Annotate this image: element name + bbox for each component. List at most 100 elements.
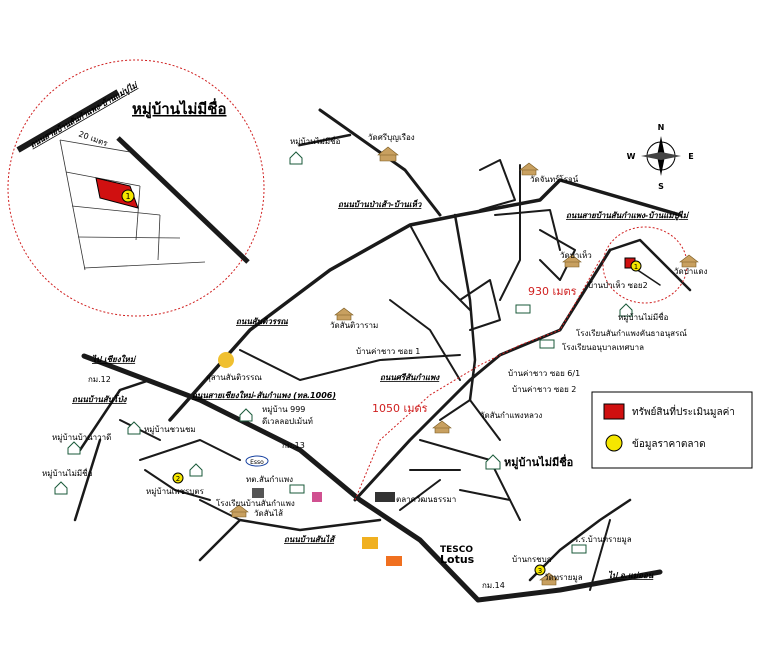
place-km12: กม.12 [88, 375, 111, 384]
temple-icon [334, 307, 354, 321]
legend-property-label: ทรัพย์สินที่ประเมินมูลค่า [632, 404, 735, 418]
temple-icon [562, 254, 582, 268]
compass-w: W [627, 152, 636, 161]
house-icon [485, 454, 501, 470]
marker-3-text: 3 [538, 567, 542, 575]
inset-road [16, 89, 120, 153]
inset-lots [59, 139, 206, 271]
inset-title: หมู่บ้านไม่มีชื่อ [132, 98, 226, 119]
government-icon [252, 488, 264, 498]
road-label-sankampaeng: ถนนสายบ้านสันกำแพง-บ้านแม่ปูไม่ [566, 210, 690, 221]
temple-icon [519, 162, 539, 176]
place-soi2: บ้านค่าชาว ซอย 2 [512, 385, 576, 394]
place-wat-sriboonruang: วัดศรีบุญเรือง [368, 133, 415, 142]
school-icon [539, 339, 555, 349]
tesco-label: TESCO [440, 545, 473, 555]
distance-1050: 1050 เมตร [372, 402, 428, 415]
marker-2 [172, 472, 184, 484]
road-label-ban-pao: ถนนบ้านป่าเส้า-บ้านเห็ว [338, 199, 422, 209]
road-network [73, 108, 692, 603]
temple-icon [539, 572, 559, 586]
place-market: ตลาดวัฒนธรรมา [396, 495, 456, 504]
inset-road-2 [116, 136, 250, 264]
place-mb-top: หมู่บ้านไม่มีชื่อ [290, 135, 341, 147]
place-mb-chuachom: หมู่บ้านชวนชม [144, 425, 196, 435]
marker-2-text: 2 [176, 475, 180, 483]
compass-n: N [658, 123, 665, 132]
place-km14: กม.14 [482, 581, 505, 590]
fuel-icon [362, 537, 378, 549]
place-mb-main: หมู่บ้านไม่มีชื่อ [504, 454, 573, 470]
legend-property-swatch [603, 403, 625, 420]
place-wat-santiwaram: วัดสันติวาราม [330, 321, 378, 330]
place-wat-pahew: วัดป่าเห็ว [560, 250, 592, 260]
distance-930: 930 เมตร [528, 285, 577, 298]
road-label-to-maeon: ไป อ.แม่ออน [608, 570, 654, 580]
place-soi61: บ้านค่าชาว ซอย 6/1 [508, 369, 580, 378]
lotus-label: Lotus [440, 553, 475, 566]
road-label-to-chiangmai: ไป เชียงใหม่ [92, 354, 137, 364]
place-school-sanklang: โรงเรียนบ้านสันกำแพง [216, 498, 295, 508]
place-ban-pahew: บ้านป่าเห็ว ซอย2 [588, 280, 648, 290]
compass-e: E [688, 152, 693, 161]
marker-1 [630, 260, 642, 272]
place-mb-right: หมู่บ้านไม่มีชื่อ [618, 311, 669, 323]
inset-marker [121, 189, 135, 203]
house-icon [54, 481, 68, 495]
market-icon [375, 492, 395, 502]
compass-rose: N S E W [627, 123, 694, 191]
house-icon [239, 408, 253, 422]
temple-icons [229, 146, 699, 586]
temple-icon [377, 146, 399, 162]
place-ban-kongkoi: บ้านกรชบก [512, 555, 552, 564]
place-mb-bannakrawat: หมู่บ้านบ้านาวาดี [52, 433, 111, 443]
cemetery-icon [218, 352, 234, 368]
temple-icon [229, 504, 249, 518]
legend-market-swatch [605, 434, 623, 452]
shop-icon [312, 492, 322, 502]
place-school-right: ร.ร.บ้านทรายมูล [574, 535, 632, 545]
place-km13: กม.13 [282, 441, 305, 450]
place-mb-999: หมู่บ้าน 999 [262, 405, 305, 415]
place-mb-left: หมู่บ้านไม่มีชื่อ [42, 467, 93, 479]
house-icons [54, 151, 633, 495]
school-icon [571, 544, 587, 554]
place-wat-sanklang: วัดสันไส้ [254, 509, 283, 518]
house-icon [619, 303, 633, 317]
road-label-sanklang-2: ถนนบ้านสันไส้ [284, 534, 336, 544]
place-wat-sankampaeng: วัดสันกำแพงหลวง [480, 411, 542, 420]
school-icons [289, 304, 587, 554]
route-line [354, 259, 601, 501]
temple-icon [679, 254, 699, 268]
small-inset [602, 226, 688, 304]
legend: ทรัพย์สินที่ประเมินมูลค่า ข้อมูลราคาตลาด [591, 391, 753, 469]
road-label-chiangmai: ถนนสายเชียงใหม่-สันกำแพง (ทล.1006) [192, 390, 336, 400]
road-label-sri: ถนนศรีสันกำแพง [380, 373, 440, 382]
legend-market-label: ข้อมูลราคาตลาด [632, 438, 706, 450]
place-mb-phetburi: หมู่บ้านเพชรบุตร [146, 487, 205, 497]
place-district: ทต.สันกำแพง [246, 475, 293, 484]
house-icon [289, 151, 303, 165]
school-icon [515, 304, 531, 314]
house-icon [189, 463, 203, 477]
compass-s: S [658, 182, 664, 191]
inset-marker-text: 1 [125, 192, 130, 201]
marker-1-text: 1 [634, 263, 638, 271]
temple-icon [432, 420, 452, 434]
road-label-sanklang: ถนนสันติวรรณ [236, 317, 288, 326]
store-icon [386, 556, 402, 566]
esso-label: Esso [250, 459, 264, 466]
place-soi1: บ้านค่าชาว ซอย 1 [356, 347, 420, 356]
place-mb-999b: ดีเวลลอปเม้นท์ [262, 416, 313, 426]
school-icon [289, 484, 305, 494]
place-suan: สุสานสันติวรรณ [206, 373, 262, 382]
place-school-anuban: โรงเรียนอนุบาลเทศบาล [562, 342, 644, 352]
inset-map: 1 หมู่บ้านไม่มีชื่อ ถนนสายบ้านสันกำแพง-บ… [7, 59, 265, 317]
house-icon [127, 421, 141, 435]
house-icon [67, 441, 81, 455]
esso-icon [245, 455, 269, 467]
place-wat-sailmun: วัดทรายมูล [544, 573, 583, 583]
place-wat-chan: วัดจันทร์โรจน์ [530, 174, 579, 184]
marker-3 [534, 564, 546, 576]
